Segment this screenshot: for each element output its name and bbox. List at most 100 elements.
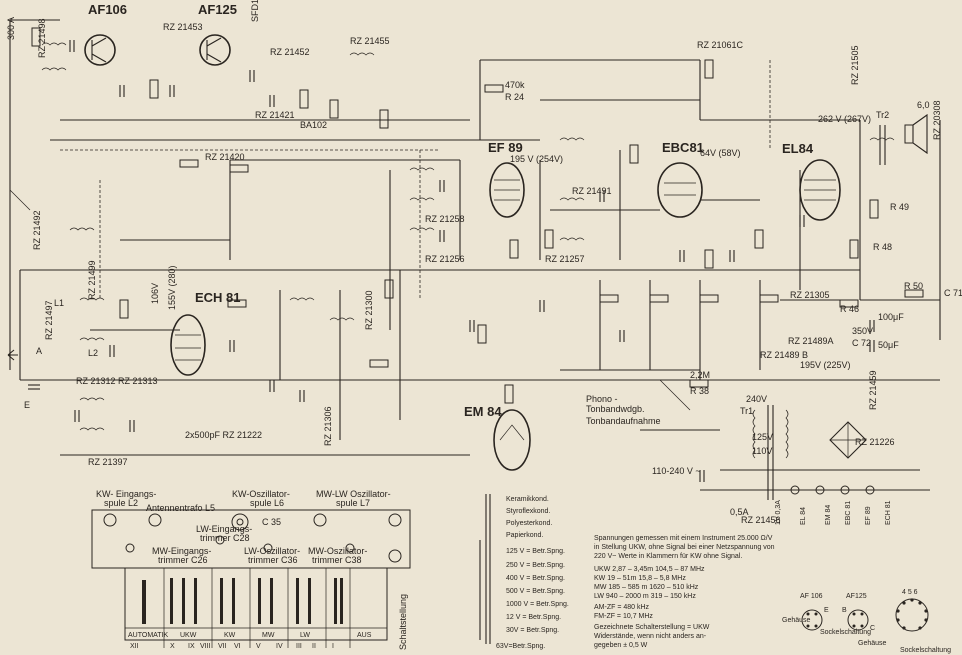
switch-num-ix: IX xyxy=(188,643,195,650)
socket-pin-c: C xyxy=(870,625,875,632)
socket-tube xyxy=(895,598,929,632)
label-r24: R 24 xyxy=(505,92,524,102)
voltage-psu: 195V (225V) xyxy=(800,360,851,370)
voltage-mains: 110-240 V ~ xyxy=(652,466,701,476)
ref-rz21456: RZ 21456 xyxy=(741,515,781,525)
note-gez3: gegeben ± 0,5 W xyxy=(594,642,648,649)
label-schaltstellung: Schaltstellung xyxy=(398,594,408,650)
label-l2: L2 xyxy=(88,348,98,358)
tube-el84 xyxy=(799,159,841,221)
label-mw-osz-1: MW-Oszillator- xyxy=(308,546,367,556)
legend-500v: 500 V = Betr.Spng. xyxy=(506,588,565,595)
ref-rz21497: RZ 21497 xyxy=(44,300,54,340)
ref-rz21256: RZ 21256 xyxy=(425,254,465,264)
tubelist-ebc81: EBC 81 xyxy=(845,501,852,525)
label-kw-eingang-2: spule L2 xyxy=(104,498,138,508)
ref-rz21489a: RZ 21489A xyxy=(788,336,834,346)
tube-em84 xyxy=(493,409,531,471)
ref-rz21498: RZ 21498 xyxy=(37,18,47,58)
label-lw-osz-2: trimmer C36 xyxy=(248,555,298,565)
tube-label-af125: AF125 xyxy=(198,2,237,17)
switch-pos-mw: MW xyxy=(262,632,275,639)
label-kw-osz-1: KW-Oszillator- xyxy=(232,489,290,499)
ref-rz21455: RZ 21455 xyxy=(350,36,390,46)
label-v6: 6,0 xyxy=(917,100,930,110)
tube-label-el84: EL84 xyxy=(782,141,814,156)
tube-label-em84: EM 84 xyxy=(464,404,502,419)
label-r38: R 38 xyxy=(690,386,709,396)
coil-layout-panel xyxy=(91,509,411,569)
label-caps100: 100μF xyxy=(878,312,904,322)
fuse-label: 0,5A xyxy=(730,507,749,517)
switch-pos-ukw: UKW xyxy=(180,632,197,639)
legend-polyester: Polyesterkond. xyxy=(506,520,552,527)
transistor-af125 xyxy=(199,34,231,66)
coil-group xyxy=(41,42,895,431)
switch-num-v: V xyxy=(256,643,261,650)
legend-125v: 125 V = Betr.Spng. xyxy=(506,548,565,555)
antenna-input xyxy=(7,349,40,390)
label-lw-eing-1: LW-Eingangs- xyxy=(196,524,252,534)
ref-rz21421: RZ 21421 xyxy=(255,110,295,120)
ref-rz21258: RZ 21258 xyxy=(425,214,465,224)
label-mw-eing-2: trimmer C26 xyxy=(158,555,208,565)
switch-num-i: I xyxy=(332,643,334,650)
legend-styroflex: Styroflexkond. xyxy=(506,508,550,515)
note-line3: 220 V~ Werte in Klammern für KW ohne Sig… xyxy=(594,553,742,560)
label-tonbandaufnahme: Tonbandaufnahme xyxy=(586,416,661,426)
label-mw-osz-2: trimmer C38 xyxy=(312,555,362,565)
ref-rz21313: RZ 21313 xyxy=(118,376,158,386)
switch-num-x: X xyxy=(170,643,175,650)
socket-gehaeuse-1: Gehäuse xyxy=(782,617,811,624)
switch-num-iii: III xyxy=(296,643,302,650)
legend-keramik: Keramikkond. xyxy=(506,496,549,503)
switch-pos-automatik: AUTOMATIK xyxy=(128,632,169,639)
ref-rz21226: RZ 21226 xyxy=(855,437,895,447)
capacitors xyxy=(69,40,875,482)
voltage-125: 125V xyxy=(752,432,773,442)
socket-af106 xyxy=(801,609,823,631)
legend-papier: Papierkond. xyxy=(506,532,543,539)
ref-rz21491: RZ 21491 xyxy=(572,186,612,196)
switch-num-iv: IV xyxy=(276,643,283,650)
label-c72: C 72 xyxy=(852,338,871,348)
legend-12v: 12 V = Betr.Spng. xyxy=(506,614,561,621)
socket-pins: 4 5 6 xyxy=(902,589,918,596)
label-c71: C 71 xyxy=(944,288,962,298)
switch-pos-aus: AUS xyxy=(357,632,372,639)
label-mw-eing-1: MW-Eingangs- xyxy=(152,546,211,556)
label-a: A xyxy=(36,346,42,356)
pilot-lamps xyxy=(790,485,875,495)
rectifier-bridge xyxy=(829,421,867,459)
note-lw: LW 940 – 2000 m 319 – 150 kHz xyxy=(594,593,696,600)
resistors xyxy=(31,27,924,404)
note-gez2: Widerstände, wenn nicht anders an- xyxy=(594,633,707,640)
label-antenne: Antennentrafo L5 xyxy=(146,503,215,513)
switch-num-ii: II xyxy=(312,643,316,650)
ref-rz21300: RZ 21300 xyxy=(364,290,374,330)
label-tr1: Tr1 xyxy=(740,406,753,416)
socket-af125 xyxy=(847,609,869,631)
switch-matrix xyxy=(124,567,388,648)
note-line1: Spannungen gemessen mit einem Instrument… xyxy=(594,535,773,542)
label-l1: L1 xyxy=(54,298,64,308)
switch-pos-kw: KW xyxy=(224,632,236,639)
speaker xyxy=(904,113,928,155)
tubelist-1v: 1V 0,3A xyxy=(775,500,782,525)
tubelist-ech81: ECH 81 xyxy=(885,500,892,525)
note-ukw: UKW 2,87 – 3,45m 104,5 – 87 MHz xyxy=(594,566,705,573)
switch-pos-lw: LW xyxy=(300,632,310,639)
note-mw: MW 185 – 585 m 1620 – 510 kHz xyxy=(594,584,699,591)
ref-rz21257: RZ 21257 xyxy=(545,254,585,264)
tube-label-af106: AF106 xyxy=(88,2,127,17)
label-r49: R 49 xyxy=(890,202,909,212)
ref-rz21459: RZ 21459 xyxy=(868,370,878,410)
ref-rz21305: RZ 21305 xyxy=(790,290,830,300)
wiring xyxy=(9,19,941,640)
tube-ef89 xyxy=(489,162,525,218)
socket-sockel-2: Sockelschaltung xyxy=(900,647,951,654)
ref-rz21492: RZ 21492 xyxy=(32,210,42,250)
mains-transformer xyxy=(752,405,789,500)
tube-ech81 xyxy=(170,314,206,376)
label-300a: 300 A xyxy=(6,17,16,40)
